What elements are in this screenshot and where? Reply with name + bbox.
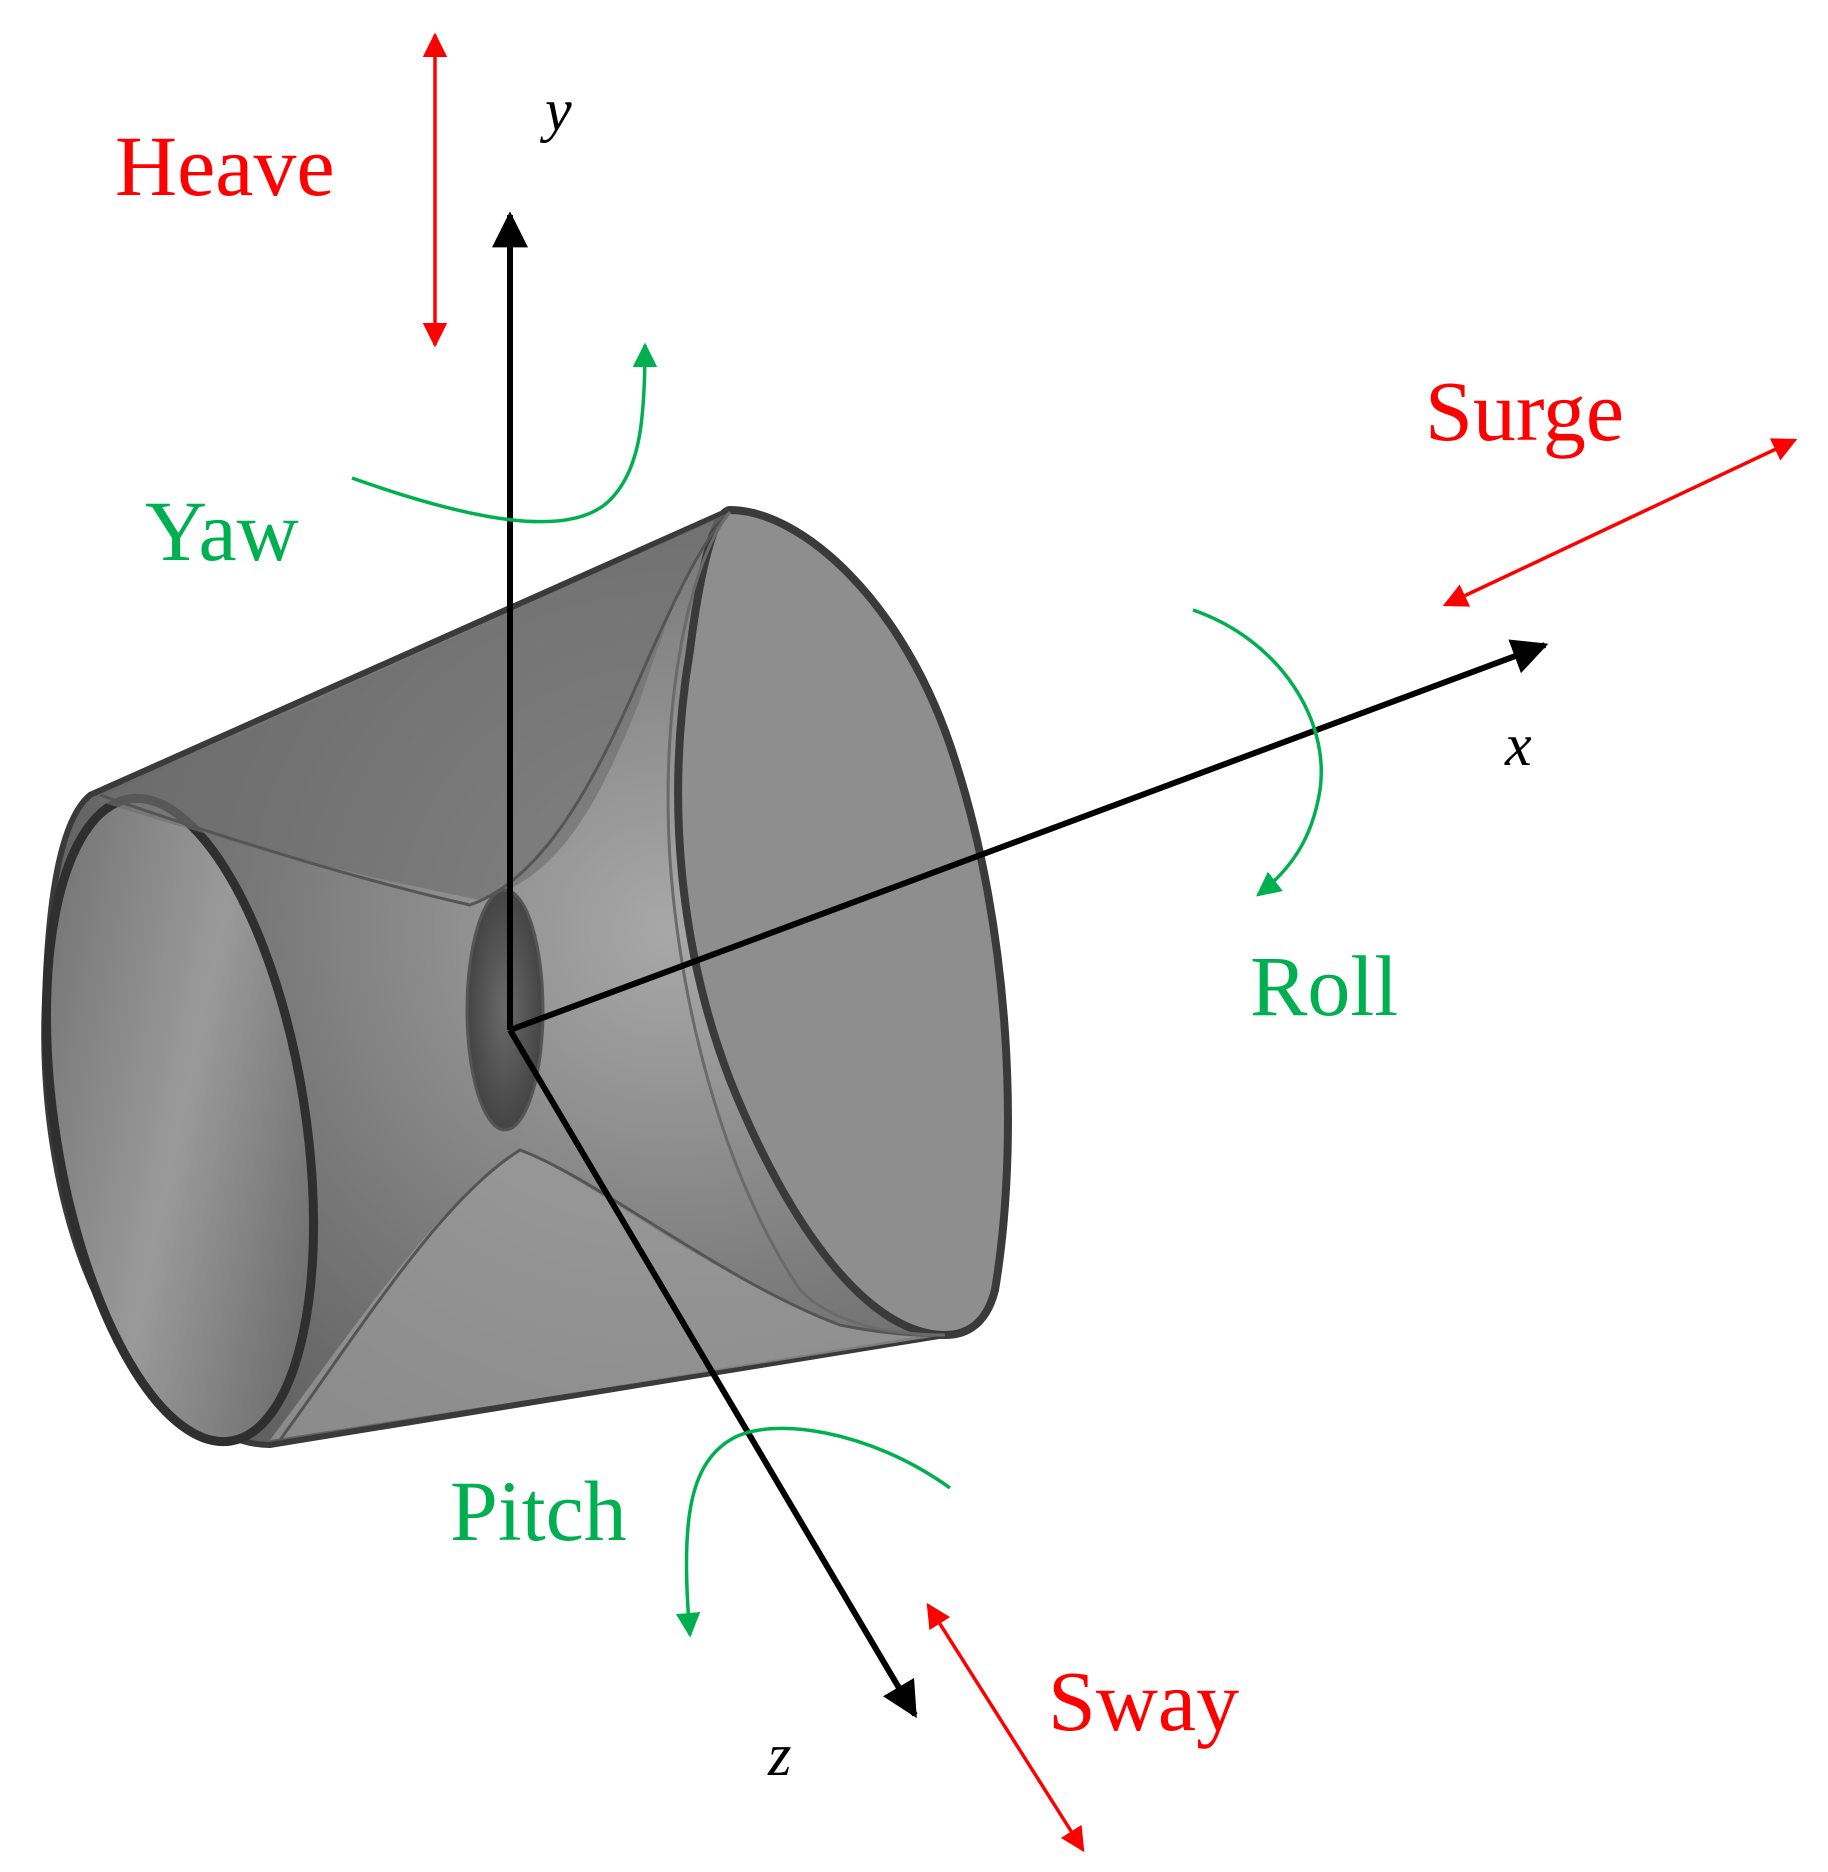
x-axis-label: x [1504, 712, 1532, 778]
y-axis-label: y [539, 77, 572, 143]
body-throat [465, 888, 545, 1132]
body-inner-flare-top [95, 512, 730, 900]
motion-labels: Heave Surge Sway Yaw Roll Pitch [115, 118, 1624, 1749]
surge-label: Surge [1425, 363, 1624, 459]
pitch-label: Pitch [450, 1463, 627, 1559]
axis-labels: y x z [539, 77, 1532, 1788]
pitch-arrow [675, 1426, 952, 1638]
translation-arrows [422, 32, 1798, 1853]
hourglass-body [41, 505, 1012, 1449]
body-inner-curve-bottom [278, 1148, 946, 1441]
roll-label: Roll [1250, 938, 1398, 1034]
heave-label: Heave [115, 118, 335, 214]
sway-label: Sway [1048, 1653, 1239, 1749]
surge-arrow [1442, 438, 1798, 607]
roll-arrow [1192, 608, 1323, 897]
coordinate-axes [492, 211, 1549, 1719]
z-axis-label: z [767, 1722, 791, 1788]
body-right-face-inner-curve [666, 511, 946, 1337]
rotation-arrows [351, 342, 1323, 1638]
yaw-arrow [351, 342, 658, 524]
sway-arrow [926, 1602, 1085, 1853]
yaw-label: Yaw [145, 483, 299, 579]
body-inner-curve-top [99, 510, 732, 907]
z-axis [507, 1028, 918, 1719]
x-axis [508, 639, 1549, 1033]
